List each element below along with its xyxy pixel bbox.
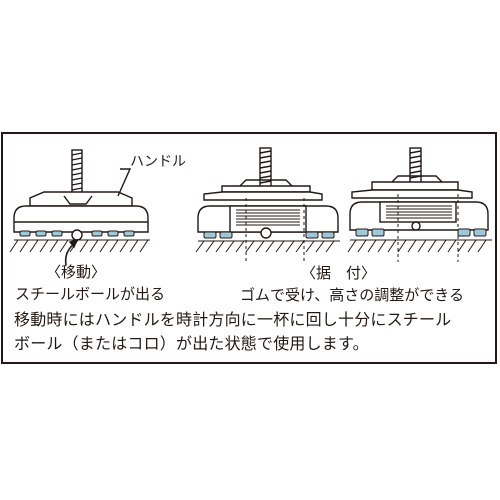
rubber-pads (355, 228, 487, 237)
caster-fixed-state (195, 147, 340, 262)
steel-ball (71, 229, 83, 241)
instruction-line-1: 移動時にはハンドルを時計方向に一杯に回し十分にスチール (14, 310, 452, 329)
handle-leader-line (117, 168, 132, 197)
steel-ball (260, 227, 272, 239)
threaded-bolt (71, 149, 83, 197)
threaded-bolt (259, 147, 272, 189)
floor-hatch (195, 240, 340, 253)
guide-lines (245, 198, 305, 262)
caster-fixed-state-alt (347, 147, 492, 262)
ball-pointer-arrow (64, 238, 79, 266)
rubber-pads (203, 231, 335, 239)
spring-coils (236, 209, 300, 226)
handle-label: ハンドル (130, 154, 186, 170)
moving-state-description: スチールボールが出る (15, 285, 166, 303)
moving-state-label: 〈移動〉 (46, 263, 107, 281)
guide-lines (397, 194, 459, 262)
floor-hatch (347, 239, 492, 253)
floor-hatch (9, 239, 150, 253)
fixed-state-description: ゴムで受け、高さの調整ができる (240, 286, 464, 304)
threaded-bolt (409, 147, 422, 185)
caster-moving-state (9, 149, 150, 266)
spring-coils (386, 205, 452, 219)
steel-ball (411, 221, 421, 231)
instruction-line-2: ボール（またはコロ）が出た状態で使用します。 (14, 334, 369, 353)
rubber-pads (19, 230, 135, 237)
fixed-state-label: 〈据 付〉 (301, 264, 377, 282)
